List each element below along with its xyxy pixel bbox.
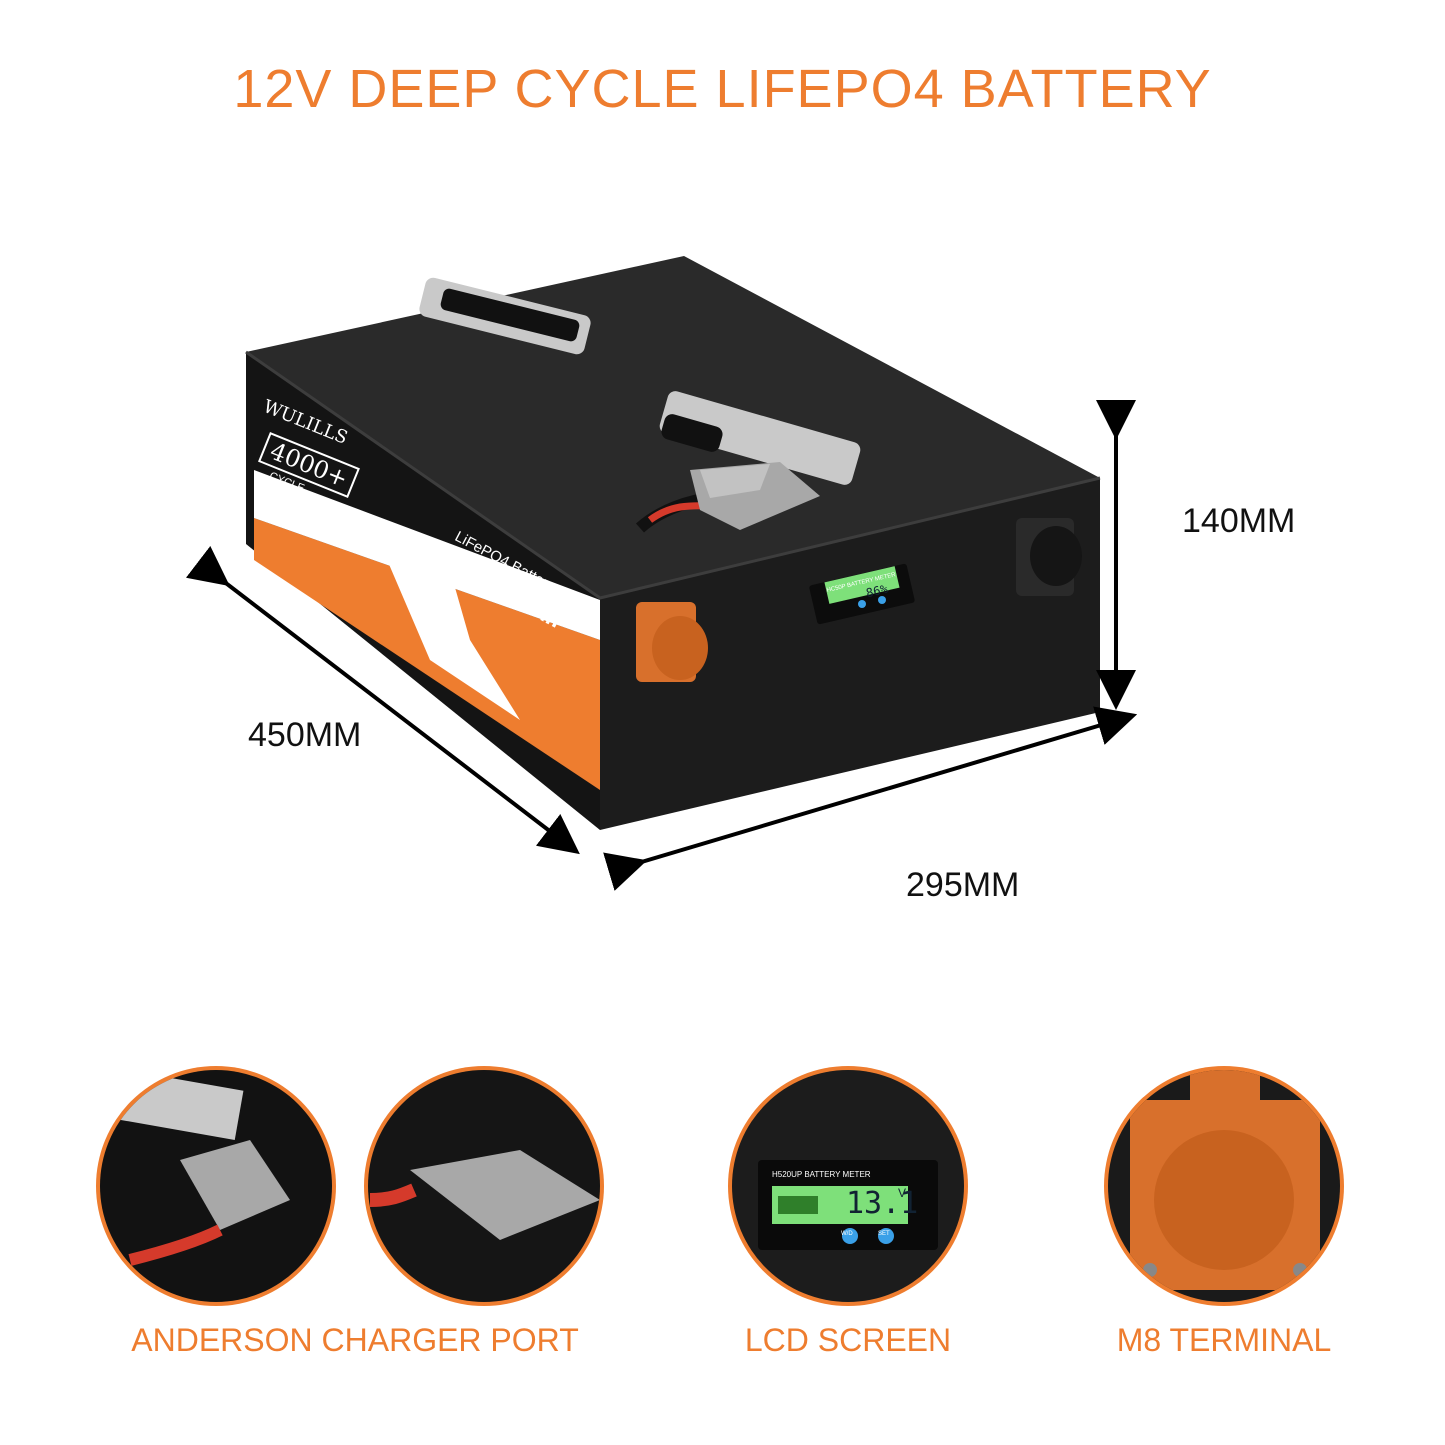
handle-back [419, 277, 591, 355]
detail-terminal-closeup [1104, 1066, 1344, 1306]
black-terminal [1016, 518, 1082, 596]
meter-title-zoom: H520UP BATTERY METER [772, 1170, 871, 1179]
detail-anderson-closeup-1 [96, 1066, 336, 1306]
caption-anderson: ANDERSON CHARGER PORT [131, 1322, 579, 1358]
lcd-meter [809, 563, 915, 625]
caption-terminal: M8 TERMINAL [1116, 1322, 1332, 1358]
detail-lcd-closeup [728, 1066, 968, 1306]
width-arrow [603, 706, 1138, 891]
length-label: 450MM [248, 716, 362, 754]
meter-voltage: 13.1 [846, 1186, 919, 1221]
meter-button-right: SET [878, 1231, 890, 1237]
length-arrow [185, 545, 580, 855]
height-label: 140MM [1182, 502, 1296, 540]
anderson-connector [635, 462, 820, 533]
handle-front [659, 391, 861, 485]
page-title: 12V DEEP CYCLE LIFEPO4 BATTERY [233, 59, 1212, 119]
detail-anderson-closeup-2 [364, 1066, 604, 1306]
width-label: 295MM [906, 866, 1020, 904]
orange-terminal [636, 602, 708, 682]
meter-voltage-unit: V [898, 1186, 907, 1200]
meter-button-left: W/D [841, 1231, 853, 1237]
caption-lcd: LCD SCREEN [744, 1322, 952, 1358]
